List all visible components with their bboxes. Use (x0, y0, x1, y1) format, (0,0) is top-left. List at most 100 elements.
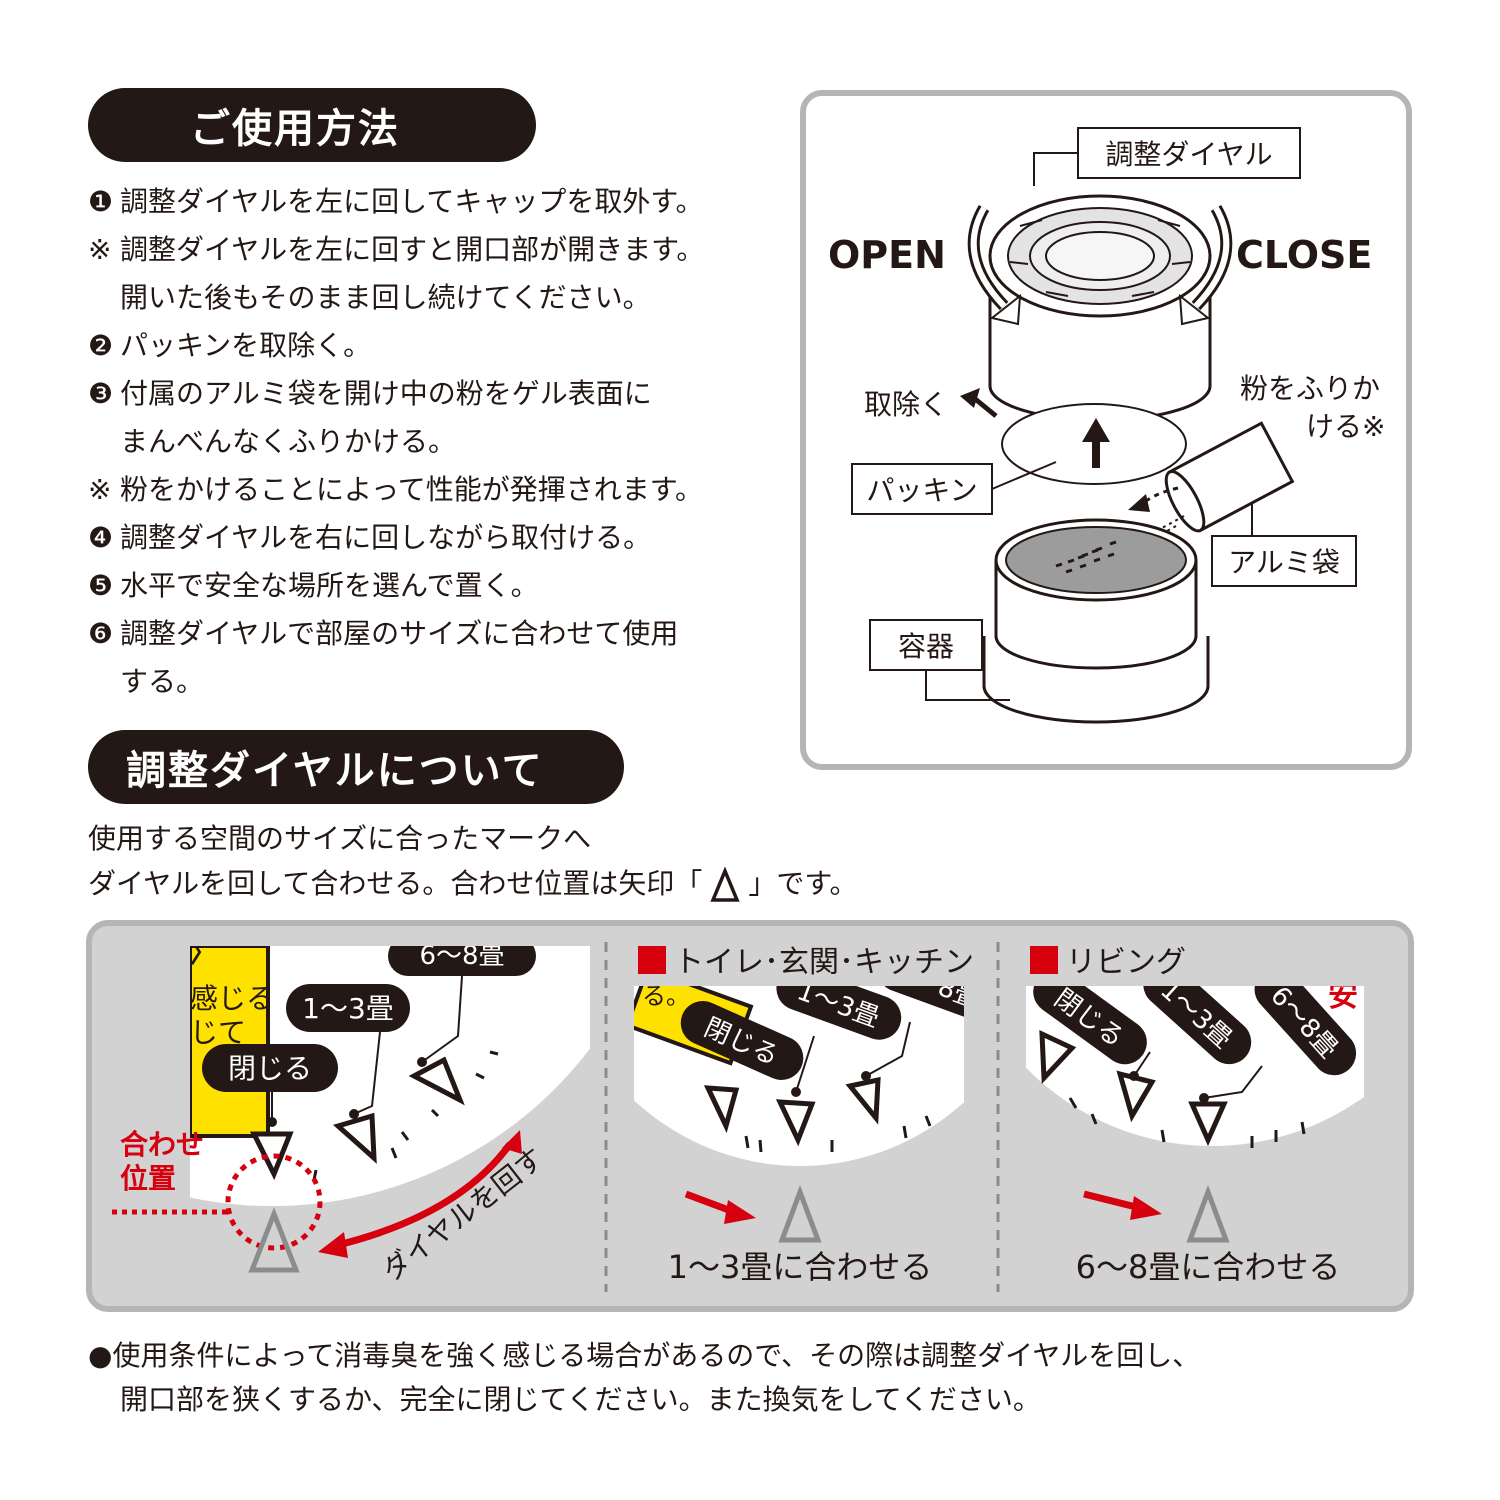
rotate-arrow-left-icon (318, 1232, 348, 1258)
intro-line-2: ダイヤルを回して合わせる。合わせ位置は矢印「」です。 (88, 861, 858, 906)
yellow-partial-top: 〉 (190, 939, 216, 969)
left-dial-panel: 〉 感じる じて 6〜8畳 1〜3畳 閉じる (190, 939, 590, 1206)
label-1-3: 1〜3畳 (302, 992, 394, 1025)
step-6-cont: する。 (88, 658, 778, 706)
aluminum-bag (1164, 421, 1295, 533)
step-marker: ❻ (88, 617, 114, 650)
step-3-cont: まんべんなくふりかける。 (88, 418, 778, 466)
step-marker: ❷ (88, 329, 114, 362)
note-marker: ※ (88, 233, 112, 266)
alu-bag-label: アルミ袋 (1228, 546, 1340, 579)
label-6-8: 6〜8畳 (419, 941, 504, 971)
up-arrow-icon (1082, 418, 1110, 468)
middle-dial-panel: る。 閉じる 1〜3畳 6〜8畳 (634, 982, 964, 1166)
toilet-heading: トイレ･玄関･キッチン (674, 945, 974, 980)
remove-arrow-icon (960, 388, 980, 408)
note-marker: ※ (88, 473, 112, 506)
align-pos-circle (225, 1153, 323, 1251)
step-text: する。 (120, 665, 205, 698)
step-marker: ❸ (88, 377, 114, 410)
intro-line-1: 使用する空間のサイズに合ったマークへ (88, 822, 592, 855)
mid-fixed-arrow-mark (778, 1184, 822, 1243)
label-close: 閉じる (228, 1052, 312, 1085)
mid-mark-1-3 (775, 1099, 816, 1147)
right-direction-arrow-icon (1130, 1196, 1162, 1220)
intro-line-2b: 」です。 (748, 867, 858, 900)
right-caption: 6〜8畳に合わせる (1076, 1248, 1341, 1286)
dial-leader-line (1033, 152, 1078, 186)
open-label: OPEN (828, 233, 946, 277)
right-direction-line (1083, 1190, 1141, 1212)
packing-label-box (851, 463, 993, 515)
product-diagram-frame: 調整ダイヤル OPEN CLOSE 取除く パッキン 粉をふりか け (800, 90, 1412, 770)
container-label: 容器 (898, 630, 954, 663)
living-heading: リビング (1066, 945, 1186, 980)
remove-arrow-shaft (972, 396, 998, 418)
close-arrow-head (1178, 293, 1211, 326)
dial-label: 調整ダイヤル (1105, 138, 1272, 171)
remove-label: 取除く (864, 388, 948, 421)
sprinkle-path (1138, 486, 1179, 508)
close-rotation-arc-inner (1193, 206, 1230, 309)
mid-mark-close (703, 1085, 740, 1134)
yellow-text-2: じて (190, 1016, 246, 1049)
step-text: 調整ダイヤルを右に回しながら取付ける。 (120, 521, 652, 554)
packing-label: パッキン (866, 474, 977, 507)
dial-examples-frame: 〉 感じる じて 6〜8畳 1〜3畳 閉じる 合わせ 位置 ダイ (86, 920, 1414, 1312)
caution-line-1: ●使用条件によって消毒臭を強く感じる場合があるので、その際は調整ダイヤルを回し、 (88, 1334, 1200, 1378)
label-6-8-pill (388, 946, 536, 976)
sprinkle-arrow-icon (1128, 494, 1150, 512)
label-1-3-pill (286, 984, 410, 1032)
living-heading-square (1030, 946, 1058, 974)
caution-line-2: 開口部を狭くするか、完全に閉じてください。また換気をしてください。 (88, 1378, 1200, 1422)
step-text: 調整ダイヤルを左に回してキャップを取外す。 (120, 185, 704, 218)
dial-mark-6-8 (408, 1056, 465, 1106)
container-label-box (869, 619, 983, 671)
mid-direction-line (684, 1190, 736, 1216)
open-rotation-arc-inner (970, 206, 1007, 309)
caution-bullet: ● (88, 1339, 113, 1372)
dial-examples: 〉 感じる じて 6〜8畳 1〜3畳 閉じる 合わせ 位置 ダイ (112, 939, 1364, 1292)
step-3-note: ※粉をかけることによって性能が発揮されます。 (88, 466, 778, 514)
mid-caption: 1〜3畳に合わせる (668, 1248, 933, 1286)
dial-mark-close (249, 1131, 294, 1181)
rotate-arc (333, 1141, 513, 1250)
align-pos-label-1: 合わせ (120, 1128, 204, 1161)
sprinkle-label-2: ける※ (1306, 410, 1385, 443)
right-mark-6-8 (1188, 1101, 1228, 1147)
dial-intro: 使用する空間のサイズに合ったマークへ ダイヤルを回して合わせる。合わせ位置は矢印… (88, 816, 858, 906)
step-1-note: ※調整ダイヤルを左に回すと開口部が開きます。 (88, 226, 778, 274)
step-text: 付属のアルミ袋を開け中の粉をゲル表面に (120, 377, 652, 410)
toilet-heading-square (638, 946, 666, 974)
usage-section-title: ご使用方法 (88, 88, 536, 162)
product-diagram: 調整ダイヤル OPEN CLOSE 取除く パッキン 粉をふりか け (828, 127, 1385, 724)
mid-yellow-text: る。 (642, 982, 690, 1010)
step-text: パッキンを取除く。 (120, 329, 372, 362)
step-marker: ❹ (88, 521, 114, 554)
step-text: 粉をかけることによって性能が発揮されます。 (120, 473, 703, 506)
mid-direction-arrow-icon (724, 1200, 756, 1224)
dial-center (1045, 231, 1155, 281)
caution-text-2: 開口部を狭くするか、完全に閉じてください。また換気をしてください。 (120, 1383, 1041, 1416)
yellow-text-1: 感じる (190, 982, 274, 1015)
powder-dots (1055, 540, 1117, 574)
align-pos-label-2: 位置 (120, 1162, 176, 1195)
step-text: 調整ダイヤルを左に回すと開口部が開きます。 (120, 233, 705, 266)
label-close-pill (202, 1044, 338, 1092)
rotate-arrow-right-icon (502, 1130, 522, 1154)
dial-mark-1-3 (332, 1112, 377, 1164)
dial-ribs (1009, 219, 1191, 297)
caution-text-1: 使用条件によって消毒臭を強く感じる場合があるので、その際は調整ダイヤルを回し、 (112, 1339, 1201, 1372)
step-text: 開いた後もそのまま回し続けてください。 (120, 281, 651, 314)
step-marker: ❺ (88, 569, 114, 602)
step-text: 水平で安全な場所を選んで置く。 (120, 569, 539, 602)
caution-notes: ●使用条件によって消毒臭を強く感じる場合があるので、その際は調整ダイヤルを回し、… (88, 1334, 1200, 1422)
step-1-note-cont: 開いた後もそのまま回し続けてください。 (88, 274, 778, 322)
container-leader-line (925, 670, 1010, 701)
